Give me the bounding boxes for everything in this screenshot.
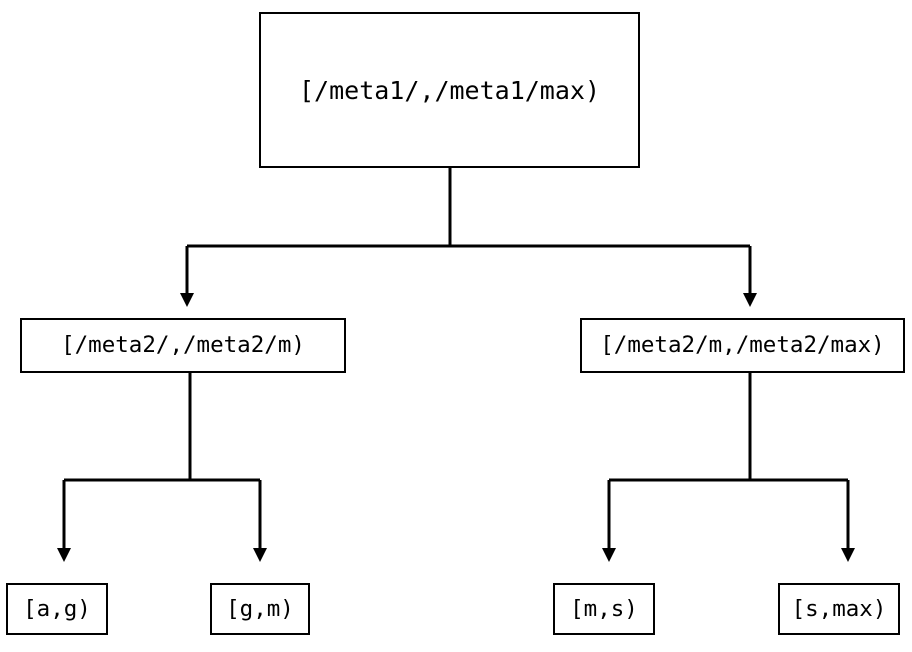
arrowhead-icon-to-leaf-ms [602,548,616,562]
node-leaf-gm[interactable]: [g,m) [210,583,310,635]
node-mid-left-label: [/meta2/,/meta2/m) [61,332,305,359]
node-leaf-gm-label: [g,m) [226,595,294,622]
node-leaf-ms-label: [m,s) [570,595,638,622]
arrowhead-icon-to-leaf-gm [253,548,267,562]
node-leaf-ag[interactable]: [a,g) [6,583,108,635]
node-mid-right-label: [/meta2/m,/meta2/max) [600,332,885,359]
node-root-label: [/meta1/,/meta1/max) [298,75,601,105]
node-leaf-ms[interactable]: [m,s) [553,583,655,635]
node-leaf-smax[interactable]: [s,max) [778,583,900,635]
arrowhead-icon-to-mid-right [743,293,757,307]
node-root[interactable]: [/meta1/,/meta1/max) [259,12,640,168]
node-mid-right[interactable]: [/meta2/m,/meta2/max) [580,318,905,373]
arrowhead-icon-to-leaf-smax [841,548,855,562]
node-leaf-smax-label: [s,max) [791,595,887,622]
node-mid-left[interactable]: [/meta2/,/meta2/m) [20,318,346,373]
arrowhead-icon-to-leaf-ag [57,548,71,562]
arrowhead-icon-to-mid-left [180,293,194,307]
node-leaf-ag-label: [a,g) [23,595,91,622]
